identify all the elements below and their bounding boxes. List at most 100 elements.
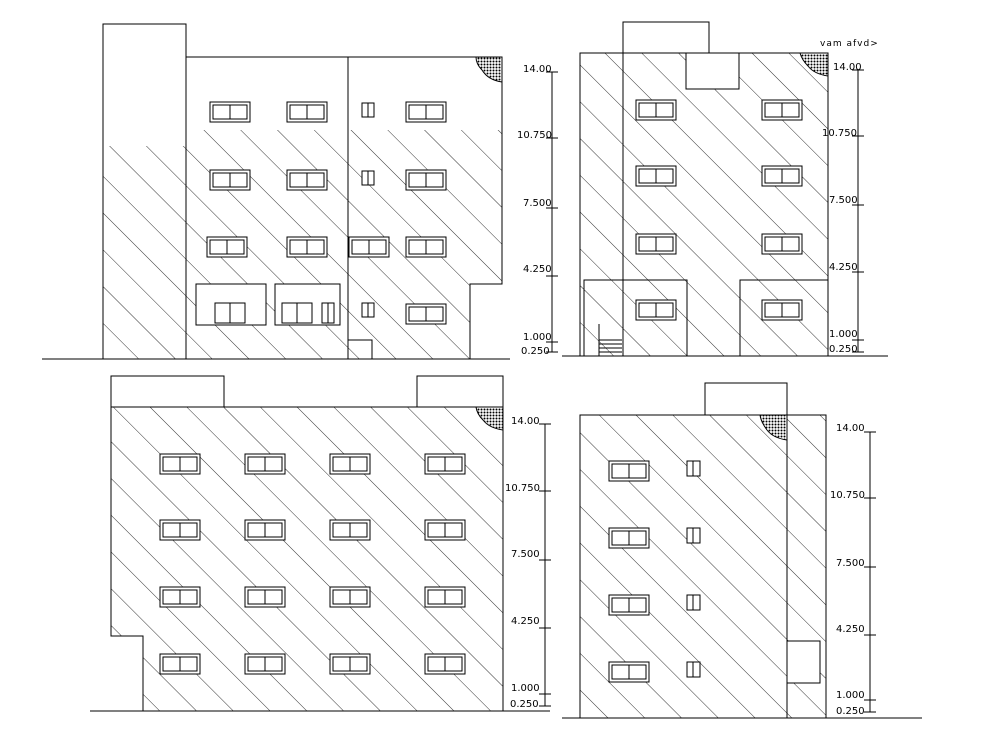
window xyxy=(329,653,371,675)
window xyxy=(286,101,328,123)
elevation-view-b xyxy=(562,21,888,357)
window xyxy=(635,299,677,321)
window xyxy=(159,519,201,541)
window xyxy=(424,519,466,541)
level-label: 1.000 xyxy=(511,683,540,694)
level-label: 7.500 xyxy=(829,195,858,206)
small-window xyxy=(686,527,701,544)
window xyxy=(405,169,447,191)
building-outline xyxy=(110,406,504,711)
level-label: 10.750 xyxy=(830,490,865,501)
window xyxy=(608,460,650,482)
window-grid xyxy=(159,453,466,675)
level-label: 10.750 xyxy=(505,483,540,494)
entrance-door xyxy=(347,339,373,360)
level-labels-b: vam afvd> 14.00 10.750 7.500 4.250 1.000… xyxy=(820,39,879,355)
stair-head-room xyxy=(110,375,225,408)
level-label: 14.00 xyxy=(511,416,540,427)
stair-head-room xyxy=(622,21,710,54)
window xyxy=(635,99,677,121)
level-label: 1.000 xyxy=(523,332,552,343)
level-dimension-line xyxy=(864,431,876,713)
drawing-note: vam afvd> xyxy=(820,39,879,49)
level-label: 14.00 xyxy=(833,62,862,73)
corner-stipple xyxy=(799,52,829,77)
small-window xyxy=(686,661,701,678)
window xyxy=(424,453,466,475)
small-window xyxy=(321,302,335,324)
level-label: 7.500 xyxy=(523,198,552,209)
level-label: 10.750 xyxy=(822,128,857,139)
window xyxy=(329,519,371,541)
window xyxy=(348,236,390,258)
window xyxy=(608,594,650,616)
corner-stipple xyxy=(759,414,788,441)
window xyxy=(635,165,677,187)
level-dimension-line xyxy=(539,423,551,707)
window xyxy=(281,302,313,324)
window xyxy=(159,453,201,475)
window xyxy=(244,519,286,541)
level-label: 0.250 xyxy=(829,344,858,355)
small-window xyxy=(361,102,375,118)
building-outline xyxy=(579,414,827,719)
shopfront-frame xyxy=(583,279,688,357)
window xyxy=(608,527,650,549)
small-window xyxy=(686,594,701,611)
window xyxy=(214,302,246,324)
hatched-facade xyxy=(111,407,503,711)
elevation-view-a xyxy=(42,23,558,360)
window xyxy=(329,453,371,475)
window xyxy=(405,303,447,325)
level-label: 4.250 xyxy=(523,264,552,275)
level-labels-c: 14.00 10.750 7.500 4.250 1.000 0.250 xyxy=(505,416,540,710)
level-label: 14.00 xyxy=(836,423,865,434)
stair-head-room xyxy=(416,375,504,408)
window xyxy=(424,586,466,608)
corner-stipple xyxy=(475,406,504,431)
window xyxy=(206,236,248,258)
window xyxy=(405,101,447,123)
window xyxy=(244,586,286,608)
level-label: 1.000 xyxy=(836,690,865,701)
level-label: 0.250 xyxy=(836,706,865,717)
window xyxy=(761,165,803,187)
window xyxy=(405,236,447,258)
side-canopy xyxy=(786,640,821,684)
level-label: 10.750 xyxy=(517,130,552,141)
window xyxy=(159,586,201,608)
level-label: 1.000 xyxy=(829,329,858,340)
building-outline xyxy=(186,56,503,359)
stair-head-room xyxy=(704,382,788,416)
level-label: 4.250 xyxy=(829,262,858,273)
level-label: 4.250 xyxy=(836,624,865,635)
level-label: 4.250 xyxy=(511,616,540,627)
window xyxy=(159,653,201,675)
window xyxy=(761,299,803,321)
window xyxy=(209,169,251,191)
window-grid xyxy=(608,460,701,683)
level-label: 14.00 xyxy=(523,64,552,75)
level-label: 0.250 xyxy=(521,346,550,357)
window xyxy=(244,453,286,475)
window xyxy=(244,653,286,675)
window xyxy=(608,661,650,683)
shopfront-frame xyxy=(739,279,829,357)
window xyxy=(761,233,803,255)
window-grid xyxy=(206,101,447,325)
small-window xyxy=(361,170,375,186)
window xyxy=(329,586,371,608)
level-label: 0.250 xyxy=(510,699,539,710)
window xyxy=(424,653,466,675)
window xyxy=(286,169,328,191)
window xyxy=(635,233,677,255)
elevation-view-c xyxy=(90,375,551,712)
entrance-steps xyxy=(598,324,622,356)
small-window xyxy=(361,302,375,318)
small-window xyxy=(686,460,701,477)
elevation-view-d xyxy=(562,382,922,719)
window-grid xyxy=(635,99,803,321)
level-dimension-line xyxy=(546,71,558,353)
level-labels-d: 14.00 10.750 7.500 4.250 1.000 0.250 xyxy=(830,423,865,717)
